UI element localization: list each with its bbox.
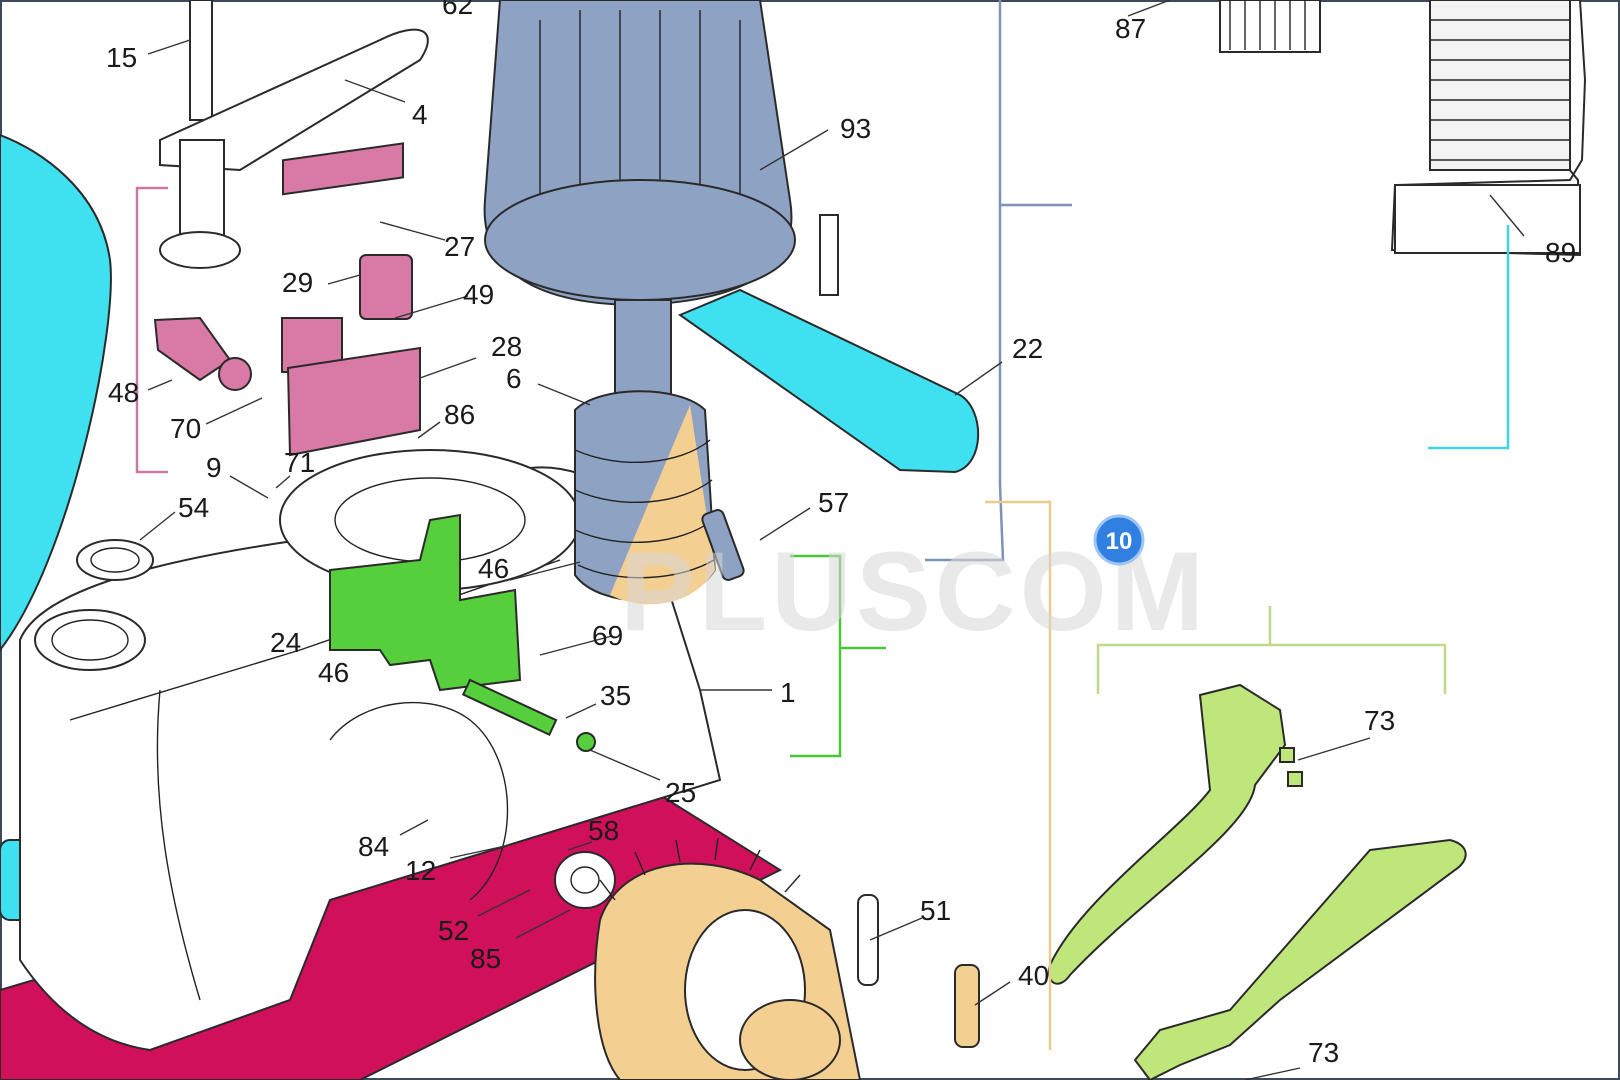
gearbox-seal-inner bbox=[51, 619, 129, 661]
arm-22 bbox=[677, 288, 980, 474]
label-49: 49 bbox=[463, 279, 494, 310]
release-lever-lower bbox=[1133, 838, 1467, 1080]
label-52: 52 bbox=[438, 915, 469, 946]
bracket-green bbox=[790, 554, 886, 758]
panel-89-grille bbox=[1429, 0, 1571, 171]
cover-housing bbox=[0, 133, 112, 652]
label-93: 93 bbox=[840, 113, 871, 144]
label-40: 40 bbox=[1018, 960, 1049, 991]
label-51: 51 bbox=[920, 895, 951, 926]
grub-screw-73b bbox=[1287, 771, 1303, 787]
label-85: 85 bbox=[470, 943, 501, 974]
pin-35 bbox=[461, 678, 558, 736]
pin-51 bbox=[857, 894, 879, 986]
gearbox-detail-1 bbox=[69, 559, 561, 721]
bearing-85 bbox=[554, 851, 616, 909]
worm-screw-6-tan bbox=[610, 405, 715, 605]
leader-lines bbox=[139, 0, 1525, 1080]
label-46a: 46 bbox=[478, 553, 509, 584]
label-29: 29 bbox=[282, 267, 313, 298]
label-1: 1 bbox=[780, 677, 796, 708]
label-73b: 73 bbox=[1308, 1037, 1339, 1068]
label-86: 86 bbox=[444, 399, 475, 430]
washer-48 bbox=[218, 357, 252, 391]
label-28: 28 bbox=[491, 331, 522, 362]
bracket-48 bbox=[135, 186, 168, 474]
panel-89-lines bbox=[1430, 19, 1570, 161]
label-12: 12 bbox=[405, 855, 436, 886]
badge-number: 10 bbox=[1106, 528, 1133, 555]
worm-threads bbox=[574, 439, 715, 579]
bracket-lime bbox=[1096, 606, 1447, 694]
label-84: 84 bbox=[358, 831, 389, 862]
label-15: 15 bbox=[106, 42, 137, 73]
label-25: 25 bbox=[665, 777, 696, 808]
label-70: 70 bbox=[170, 413, 201, 444]
part-number-labels: 15 62 4 93 87 89 27 29 49 28 48 70 6 86 … bbox=[106, 0, 1576, 1068]
lever-post bbox=[179, 139, 225, 241]
part-29 bbox=[359, 254, 413, 320]
label-71: 71 bbox=[284, 447, 315, 478]
label-48: 48 bbox=[108, 377, 139, 408]
label-89: 89 bbox=[1545, 237, 1576, 268]
grub-screw-73a bbox=[1279, 747, 1295, 763]
seal-54 bbox=[76, 539, 154, 581]
label-6: 6 bbox=[506, 363, 522, 394]
label-35: 35 bbox=[600, 680, 631, 711]
label-57: 57 bbox=[818, 487, 849, 518]
pin-57 bbox=[701, 509, 745, 581]
part-27 bbox=[282, 142, 404, 196]
label-4: 4 bbox=[412, 99, 428, 130]
label-69: 69 bbox=[592, 620, 623, 651]
release-lever-upper bbox=[1048, 683, 1287, 985]
label-73a: 73 bbox=[1364, 705, 1395, 736]
bracket-blue bbox=[925, 0, 1072, 562]
label-22: 22 bbox=[1012, 333, 1043, 364]
part-48-link bbox=[153, 316, 232, 382]
grille-87-lines bbox=[1229, 0, 1306, 50]
lever-foot bbox=[159, 231, 241, 269]
label-87: 87 bbox=[1115, 13, 1146, 44]
screw-25 bbox=[576, 732, 596, 752]
grille-87 bbox=[1219, 0, 1321, 53]
gearbox-seal-ring bbox=[34, 609, 146, 671]
label-58: 58 bbox=[588, 815, 619, 846]
motor-base bbox=[484, 179, 796, 301]
label-24: 24 bbox=[270, 627, 301, 658]
gearbox-detail-2 bbox=[156, 689, 201, 1001]
pin-40 bbox=[954, 964, 980, 1048]
label-9: 9 bbox=[206, 452, 222, 483]
label-62: 62 bbox=[442, 0, 473, 20]
label-27: 27 bbox=[444, 231, 475, 262]
motor-fins bbox=[539, 10, 741, 265]
gearbox-detail-3 bbox=[329, 701, 509, 901]
badge-circle bbox=[1093, 514, 1145, 566]
lever-4 bbox=[159, 28, 429, 172]
panel-89-plate bbox=[1394, 184, 1581, 254]
switch-bracket-46 bbox=[329, 513, 522, 692]
gear-shaft bbox=[739, 999, 841, 1080]
label-46b: 46 bbox=[318, 657, 349, 688]
bracket-cyan bbox=[1428, 225, 1510, 450]
gear-teeth bbox=[599, 837, 801, 901]
part-28-box bbox=[286, 346, 421, 457]
pin-15 bbox=[189, 0, 213, 121]
bracket-yellow bbox=[985, 500, 1052, 1050]
bearing-85-inner bbox=[570, 866, 600, 894]
bolt-93 bbox=[819, 214, 839, 296]
seal-54-inner bbox=[90, 547, 140, 573]
label-54: 54 bbox=[178, 492, 209, 523]
